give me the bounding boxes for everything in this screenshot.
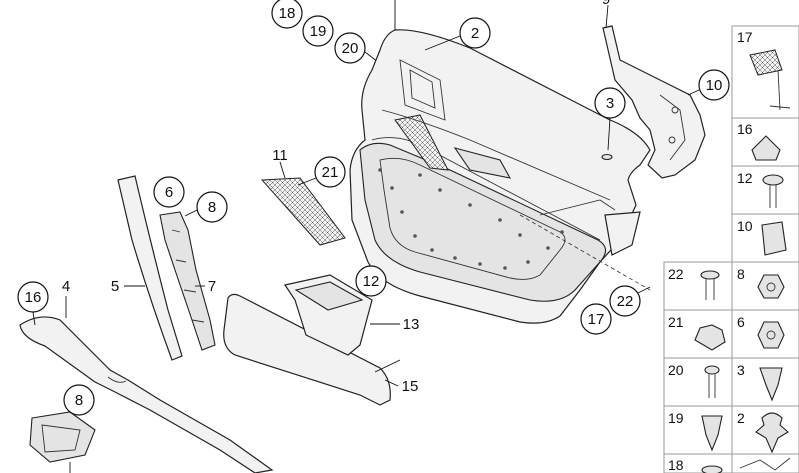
switch-housing [284,274,373,356]
door-panel [349,0,651,324]
sidebar-label-21: 21 [668,314,684,330]
sidebar-label-22: 22 [668,266,684,282]
callout-18-top: 18 [279,5,296,22]
callout-11: 11 [272,147,288,164]
fastener-column-right: 17 16 12 10 8 6 3 2 [731,25,799,473]
callout-19-top: 19 [310,23,327,40]
sidebar-label-3: 3 [737,362,745,378]
trim-strip [117,175,183,361]
door-handle [29,411,96,463]
sidebar-label-18: 18 [668,457,684,473]
speaker-grille: 11 [260,147,346,246]
sidebar-label-12: 12 [737,170,753,186]
map-pocket [223,293,391,406]
sidebar-label-8: 8 [737,266,745,282]
callout-group-18-19-20: 18 19 20 [271,0,379,64]
callout-17: 17 [588,311,605,328]
callout-4: 4 [62,278,70,295]
callout-8-upper: 8 [208,199,216,216]
sidebar-label-17: 17 [737,29,753,45]
callout-8-lower: 8 [75,392,83,409]
callout-16: 16 [25,289,42,306]
callout-20-top: 20 [342,40,359,57]
armrest-strip [19,316,274,473]
callout-15: 15 [402,378,419,395]
sidebar-label-2: 2 [737,410,745,426]
callout-2: 2 [471,25,479,42]
sidebar-label-10: 10 [737,218,753,234]
sidebar-label-6: 6 [737,314,745,330]
callout-10: 10 [706,77,723,94]
carrier-bracket [159,211,216,351]
callout-5: 5 [111,278,119,295]
callout-9: 9 [602,0,610,8]
callout-6: 6 [165,184,173,201]
callout-13: 13 [403,316,420,333]
callout-22: 22 [617,293,634,310]
sidebar-label-16: 16 [737,121,753,137]
sidebar-label-19: 19 [668,410,684,426]
callout-12: 12 [363,273,380,290]
sidebar-label-20: 20 [668,362,684,378]
callout-3: 3 [606,95,614,112]
door-bracket: 9 [602,0,706,179]
callout-7: 7 [208,278,216,295]
callout-21: 21 [322,164,339,181]
fastener-column-left: 22 21 20 19 18 [663,261,733,473]
